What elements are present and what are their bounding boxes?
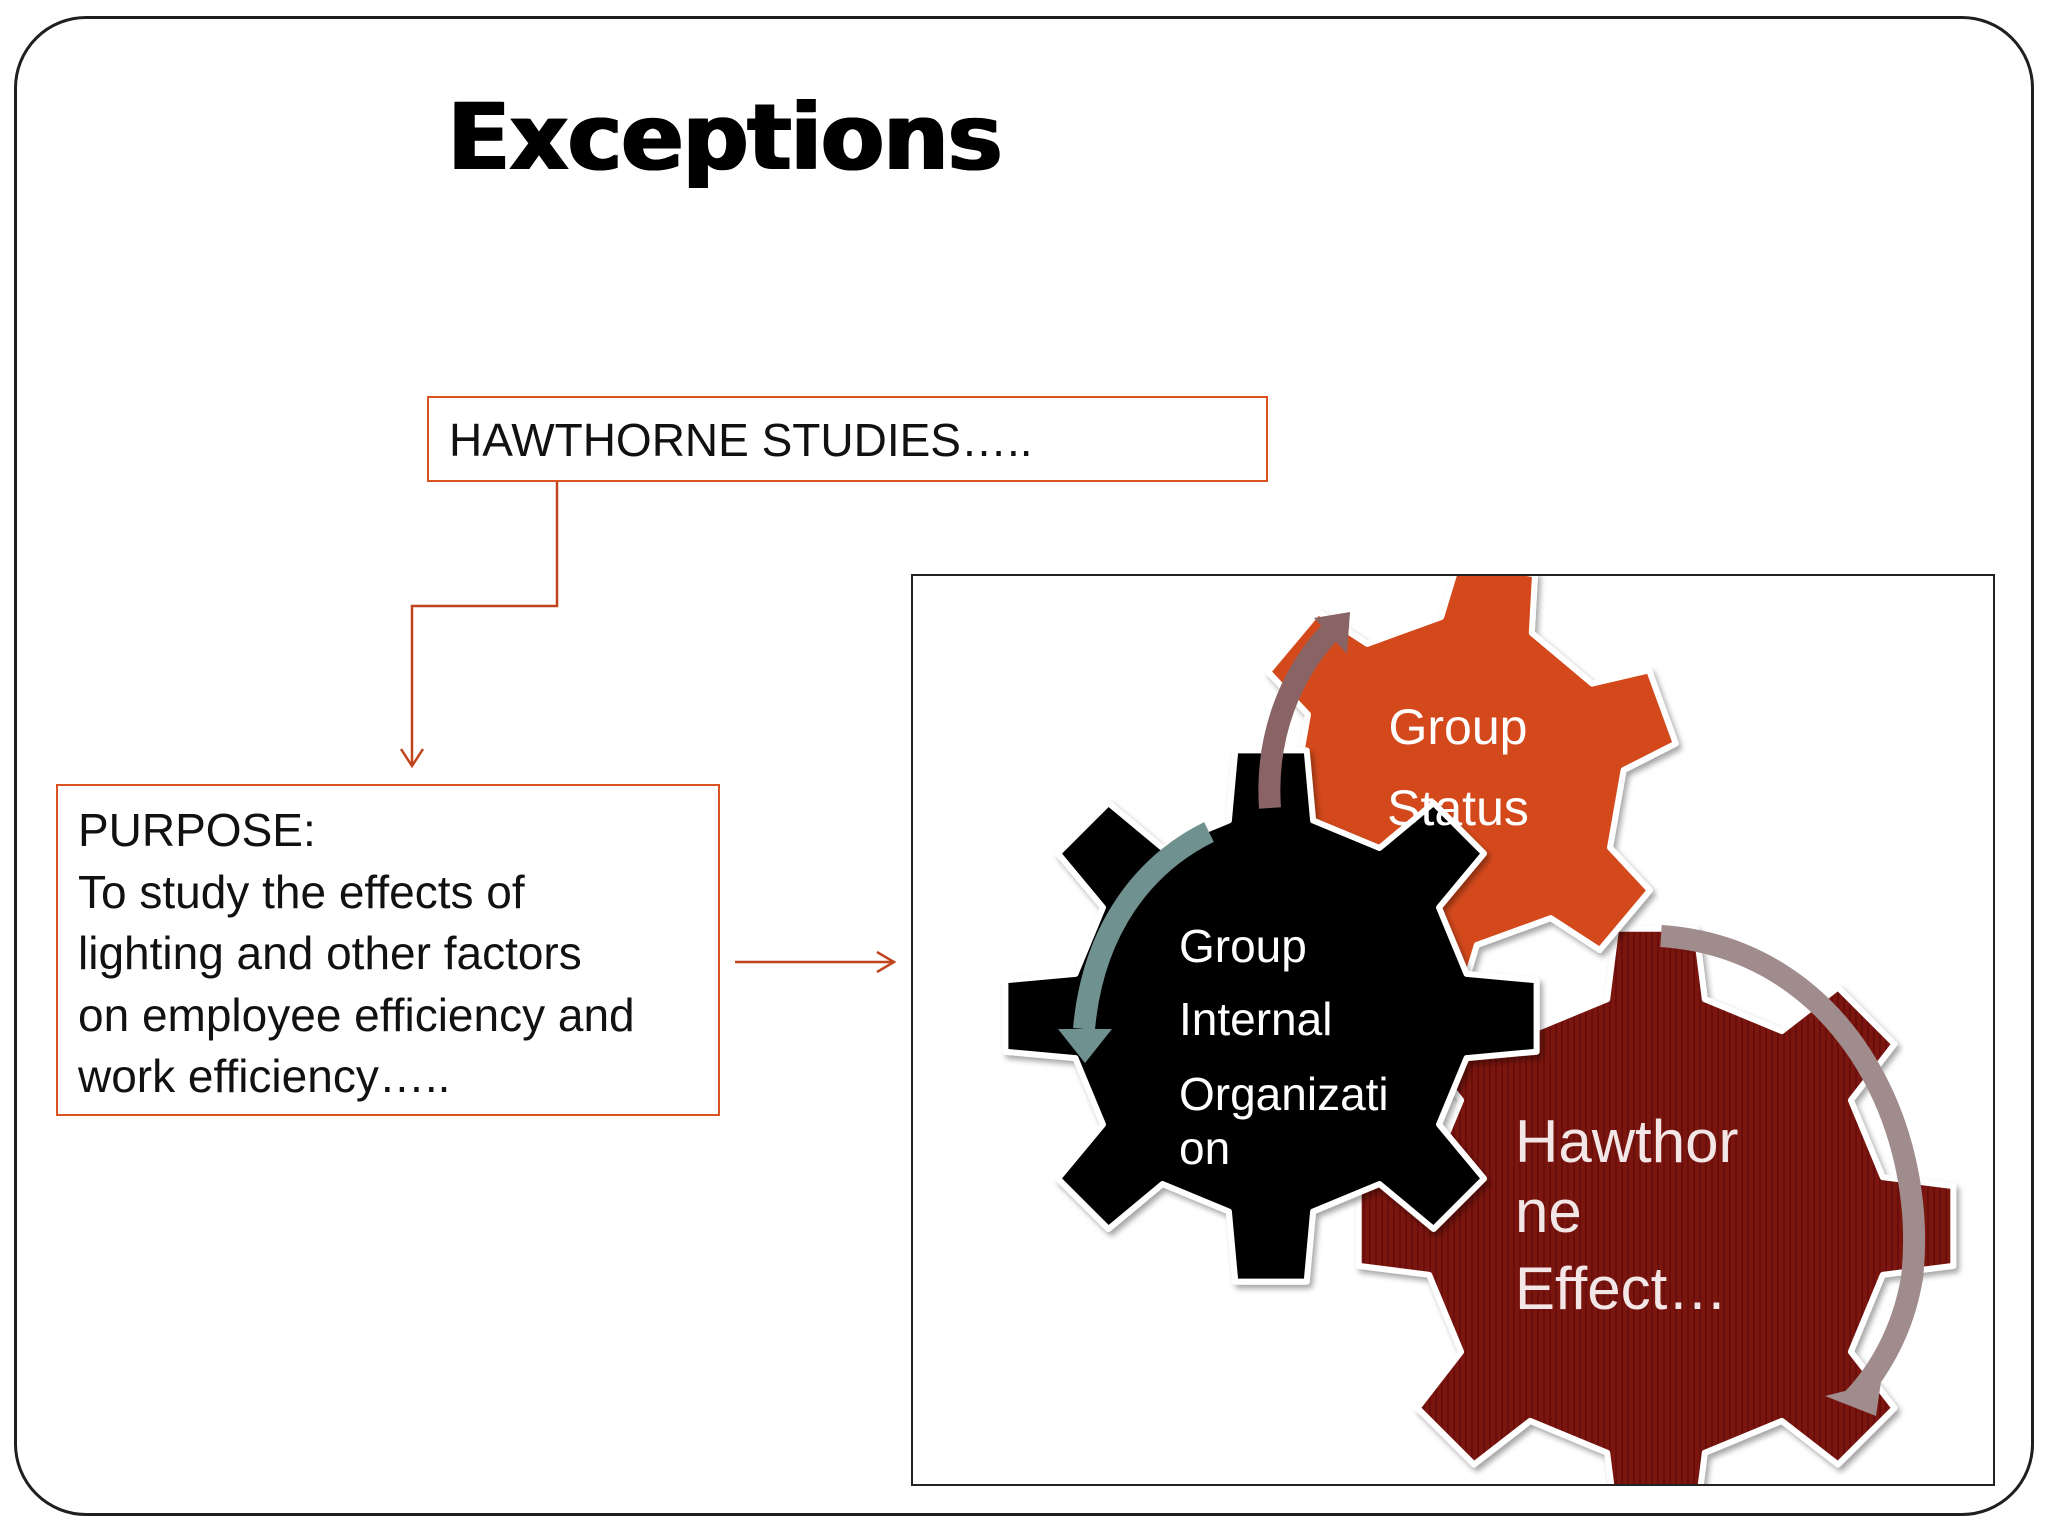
right-cycle-arrow (1660, 925, 1926, 1416)
group-internal-label-line-4: on (1179, 1122, 1230, 1174)
purpose-box: PURPOSE: To study the effects of lightin… (56, 784, 720, 1116)
purpose-text-line-1: To study the effects of (78, 865, 525, 918)
slide-title: Exceptions (447, 84, 1002, 191)
group-status-label-line-1: Group (1389, 699, 1528, 755)
gear-diagram-frame: Group Status Group Internal Organizati o… (911, 574, 1995, 1486)
group-internal-label-line-3: Organizati (1179, 1068, 1389, 1120)
hawthorne-effect-label-line-3: Effect… (1515, 1255, 1727, 1322)
hawthorne-studies-label: HAWTHORNE STUDIES….. (449, 414, 1033, 466)
group-internal-label-line-1: Group (1179, 920, 1307, 972)
group-status-label-line-2: Status (1387, 780, 1529, 836)
group-internal-label-line-2: Internal (1179, 993, 1332, 1045)
top-cycle-arrow (1258, 612, 1350, 809)
left-cycle-arrow (1058, 822, 1214, 1063)
hawthorne-studies-box: HAWTHORNE STUDIES….. (427, 396, 1268, 482)
hawthorne-effect-label-line-2: ne (1515, 1178, 1582, 1245)
purpose-heading: PURPOSE: (78, 804, 316, 856)
purpose-text-line-3: on employee efficiency and (78, 988, 635, 1041)
gear-diagram: Group Status Group Internal Organizati o… (1002, 576, 1957, 1484)
hawthorne-effect-label-line-1: Hawthor (1515, 1108, 1738, 1175)
purpose-text-line-4: work efficiency….. (78, 1050, 451, 1102)
purpose-text-line-2: lighting and other factors (78, 927, 582, 979)
